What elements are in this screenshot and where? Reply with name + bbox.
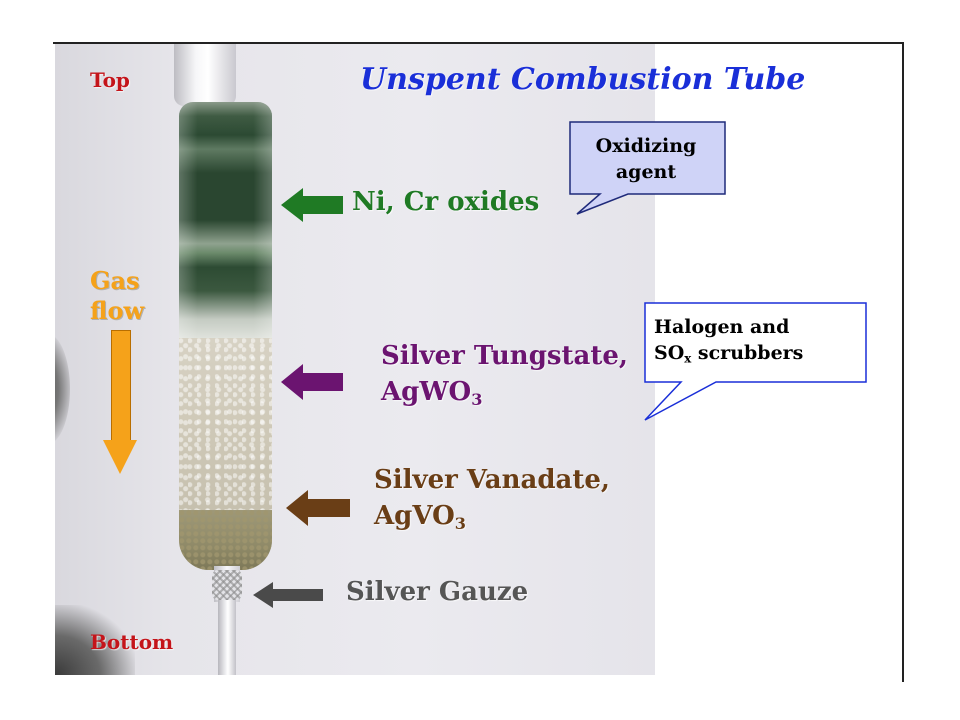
tube-photo — [55, 44, 655, 675]
tube-bottom-glass — [218, 600, 236, 675]
silver-tungstate-zone — [179, 338, 272, 510]
halogen-callout-text: Halogen and SOx scrubbers — [654, 316, 804, 366]
tungstate-arrow-icon — [281, 364, 343, 400]
bottom-label: Bottom — [90, 630, 174, 654]
vanadate-name: Silver Vanadate, — [374, 465, 610, 495]
top-rule — [53, 42, 904, 44]
tungstate-name: Silver Tungstate, — [381, 341, 628, 371]
shadow-corner — [55, 605, 135, 675]
right-rule — [902, 42, 904, 682]
shadow-left — [55, 334, 70, 444]
combustion-tube — [179, 102, 272, 570]
ni-cr-label: Ni, Cr oxides — [352, 187, 540, 217]
vanadate-label: Silver Vanadate, AgVO3 — [374, 462, 610, 534]
gas-flow-arrow-icon — [103, 330, 137, 475]
gas-flow-line2: flow — [90, 296, 145, 325]
gas-flow-line1: Gas — [90, 266, 140, 295]
tungstate-formula: AgWO3 — [381, 377, 483, 409]
silver-gauze-label: Silver Gauze — [346, 577, 529, 607]
tungstate-label: Silver Tungstate, AgWO3 — [381, 338, 628, 410]
page-title: Unspent Combustion Tube — [360, 62, 806, 97]
vanadate-arrow-icon — [286, 490, 350, 526]
gauze-arrow-icon — [253, 582, 323, 608]
silver-vanadate-zone — [179, 510, 272, 570]
top-label: Top — [90, 68, 130, 92]
gas-flow-label: Gas flow — [90, 266, 144, 326]
ni-cr-arrow-icon — [281, 188, 343, 222]
oxidizing-callout-text: Oxidizing agent — [595, 135, 697, 183]
silver-gauze-plug — [212, 570, 242, 600]
tube-top-glass — [174, 44, 236, 106]
ni-cr-oxide-zone — [179, 102, 272, 338]
vanadate-formula: AgVO3 — [374, 501, 466, 533]
